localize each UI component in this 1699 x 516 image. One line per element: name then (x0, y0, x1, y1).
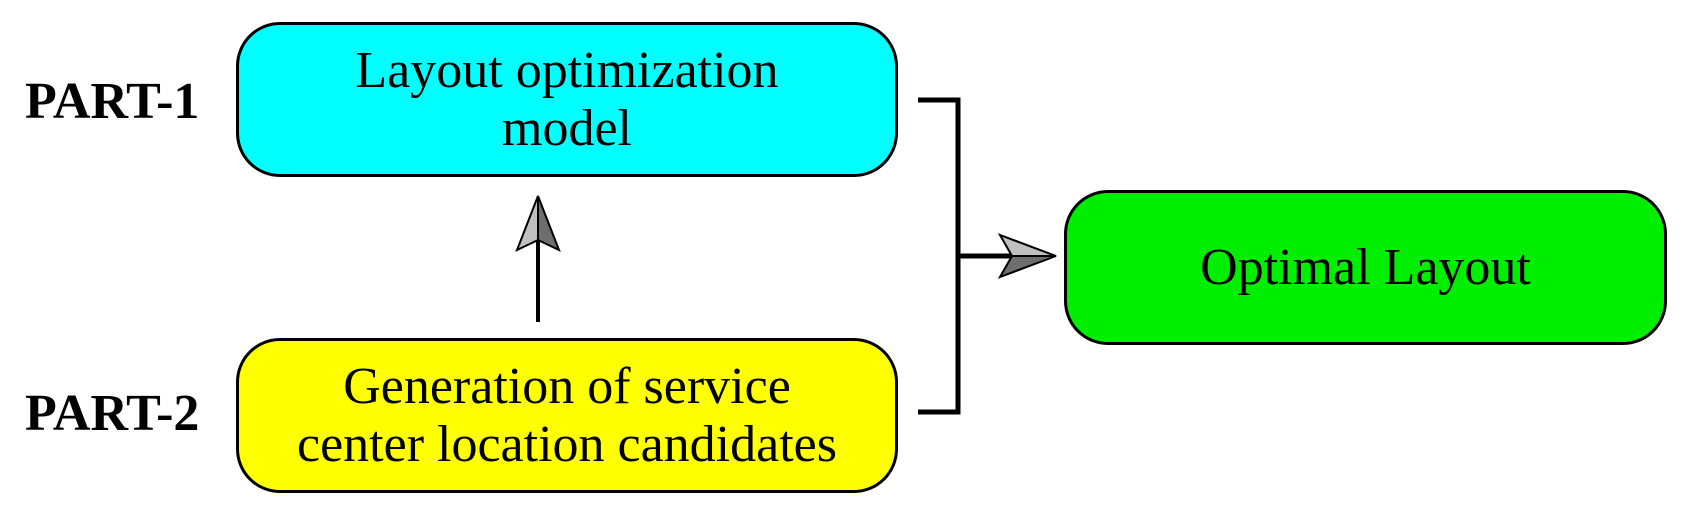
generation-line1: Generation of service (343, 358, 791, 416)
arrowhead-right-icon (997, 233, 1057, 279)
layout-model-line1: Layout optimization (355, 42, 779, 100)
part-2-label: PART-2 (25, 385, 200, 442)
layout-optimization-model-box: Layout optimization model (236, 22, 898, 177)
generation-candidates-box: Generation of service center location ca… (236, 338, 898, 493)
bracket-connector (918, 97, 961, 415)
optimal-layout-box: Optimal Layout (1064, 190, 1667, 345)
optimal-layout-text: Optimal Layout (1200, 238, 1531, 296)
part-1-label: PART-1 (25, 73, 200, 130)
generation-line2: center location candidates (297, 415, 837, 473)
layout-model-line2: model (502, 99, 632, 157)
arrowhead-up-icon (515, 195, 561, 252)
